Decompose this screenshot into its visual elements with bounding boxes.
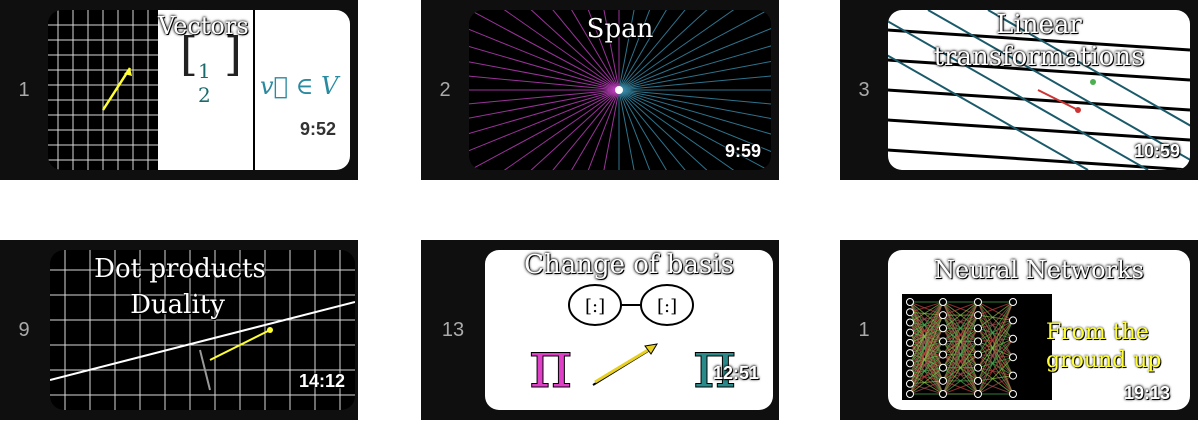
playlist-index: 13 (441, 318, 465, 341)
video-title-line: Duality (130, 290, 225, 320)
video-duration: 10:59 (1133, 141, 1180, 161)
video-title-line: Dot products (94, 254, 266, 284)
playlist-index: 3 (858, 78, 870, 101)
pi-character-pink: π (528, 326, 573, 403)
svg-text:]: ] (224, 27, 242, 81)
vector-space-label: v⃗ ∈ V (260, 72, 339, 100)
linear-transformations-thumbnail-art (888, 10, 1190, 170)
playlist-index: 9 (18, 318, 30, 341)
video-duration: 14:12 (298, 371, 345, 391)
svg-text:[: [ (180, 27, 198, 81)
video-duration: 19:13 (1123, 383, 1170, 403)
video-title-line: transformations (933, 42, 1145, 72)
playlist-index: 1 (858, 318, 870, 341)
svg-text:[:]: [:] (657, 296, 677, 317)
video-title: Vectors (158, 12, 249, 40)
video-thumbnail[interactable]: Span 9:59 (469, 10, 771, 170)
neural-network-thumbnail-art (902, 294, 1052, 400)
video-thumbnail[interactable]: Dot products Duality 14:12 (50, 250, 355, 410)
video-thumbnail[interactable]: [:] [:] Change of basis π π 12:51 (485, 250, 773, 410)
playlist-item[interactable]: 2 Span 9:59 (421, 0, 779, 180)
dot-products-thumbnail-art (50, 250, 355, 410)
playlist-item[interactable]: 9 Dot products Duality 14:12 (0, 240, 358, 420)
video-thumbnail[interactable]: Linear transformations 10:59 (888, 10, 1190, 170)
span-thumbnail-art (469, 10, 771, 170)
playlist-item[interactable]: 1 Neural Networks From the ground up 19:… (840, 240, 1198, 420)
video-title: Change of basis (524, 250, 734, 280)
video-duration: 12:51 (712, 363, 759, 383)
playlist-item[interactable]: 1 [ ] 1 2 Vectors (0, 0, 358, 180)
video-duration: 9:52 (299, 119, 336, 139)
svg-text:1: 1 (198, 59, 211, 83)
video-title-line: Linear (996, 10, 1082, 40)
video-title: Span (586, 14, 654, 44)
video-thumbnail[interactable]: Neural Networks From the ground up 19:13 (888, 250, 1190, 410)
change-of-basis-thumbnail-art: [:] [:] (568, 284, 694, 386)
playlist-index: 2 (439, 78, 451, 101)
video-duration: 9:59 (724, 141, 761, 161)
vectors-thumbnail-art: [ ] 1 2 (48, 10, 350, 170)
pi-character-teal: π (692, 326, 737, 403)
svg-text:2: 2 (198, 83, 211, 107)
playlist-item[interactable]: 3 Linear transformations 10:59 (840, 0, 1198, 180)
video-subtitle-line: From the (1046, 320, 1149, 345)
video-thumbnail[interactable]: [ ] 1 2 Vectors v⃗ ∈ V 9:52 (48, 10, 350, 170)
playlist-index: 1 (18, 78, 30, 101)
video-title: Neural Networks (934, 256, 1144, 284)
video-subtitle-line: ground up (1046, 348, 1162, 373)
svg-text:[:]: [:] (585, 296, 605, 317)
playlist-item[interactable]: 13 [:] [:] Change of basis π π 12:51 (421, 240, 779, 420)
